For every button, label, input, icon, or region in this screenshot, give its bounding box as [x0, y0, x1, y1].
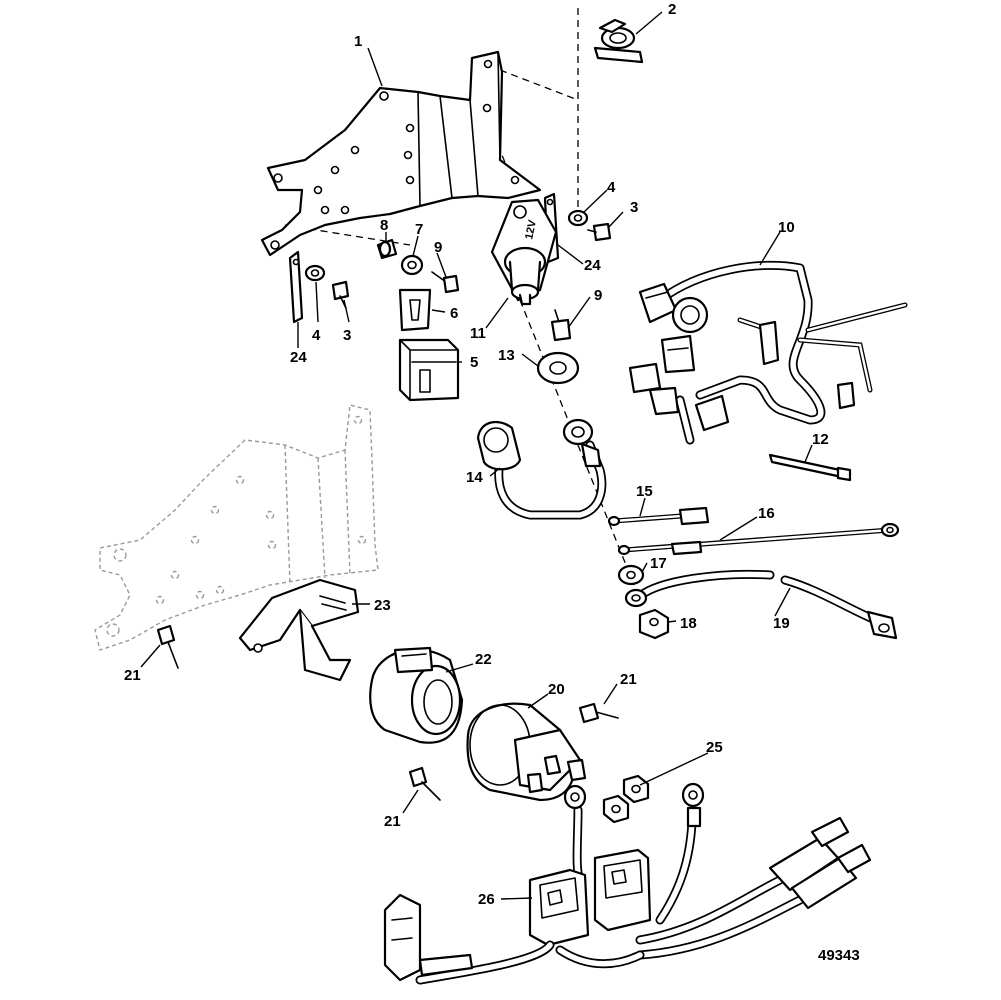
phantom-bracket: [94, 404, 379, 651]
mounting-sleeve: [369, 646, 464, 744]
washer-right: [567, 209, 589, 227]
callout-14: 14: [466, 469, 483, 486]
grommet: [400, 254, 424, 276]
callout-3-right: 3: [630, 199, 638, 216]
callout-18: 18: [680, 615, 697, 632]
relay: [398, 338, 460, 402]
callout-21-left: 21: [124, 667, 141, 684]
battery-cable: [476, 418, 607, 520]
solenoid-voltage-stamp: 12V: [523, 218, 539, 240]
callout-10: 10: [778, 219, 795, 236]
bolt-right: [587, 222, 612, 242]
callout-5: 5: [470, 354, 478, 371]
hose-clamp: [593, 18, 644, 64]
callout-19: 19: [773, 615, 790, 632]
callout-16: 16: [758, 505, 775, 522]
washer-left: [304, 264, 326, 282]
wiring-harness: [628, 260, 908, 445]
callout-17: 17: [650, 555, 667, 572]
callout-8: 8: [380, 217, 388, 234]
callout-20: 20: [548, 681, 565, 698]
mounting-clip: [398, 288, 432, 332]
shield-bracket: [238, 578, 360, 682]
callout-15: 15: [636, 483, 653, 500]
figure-number: 49343: [818, 947, 860, 964]
terminal-nuts: [602, 774, 650, 824]
callout-21-lower: 21: [384, 813, 401, 830]
callout-11: 11: [470, 325, 486, 342]
callout-labels: 1 2 3 3 4 4 5 6 7 8 9 9 10 11 12 13 14 1…: [124, 1, 829, 908]
relay-harness: [383, 782, 872, 985]
short-lead: [607, 506, 710, 527]
cable-tie: [768, 453, 852, 482]
solenoid-switch: 12V: [490, 198, 558, 306]
callout-26: 26: [478, 891, 495, 908]
callout-4-left: 4: [312, 327, 321, 344]
flat-washer: [536, 351, 580, 385]
hex-nut: [638, 608, 670, 640]
bushing: [376, 238, 398, 260]
jumper-cable: [624, 569, 898, 640]
callout-7: 7: [415, 221, 423, 238]
callout-1: 1: [354, 33, 362, 50]
callout-leaders: [140, 11, 813, 900]
callout-25: 25: [706, 739, 723, 756]
starter-solenoid: [466, 702, 587, 802]
bolt-upper-solenoid: [578, 702, 619, 724]
callout-24-left: 24: [290, 349, 307, 366]
screw-left: [431, 271, 460, 294]
callout-22: 22: [475, 651, 492, 668]
callout-2: 2: [668, 1, 676, 18]
callout-4-right: 4: [607, 179, 616, 196]
lock-washer: [617, 564, 645, 586]
callout-9-upper: 9: [434, 239, 442, 256]
callout-12: 12: [812, 431, 829, 448]
callout-21-upper: 21: [620, 671, 637, 688]
callout-3-left: 3: [343, 327, 351, 344]
bolt-lower-solenoid: [408, 766, 441, 801]
callout-24-right: 24: [584, 257, 601, 274]
callout-9-lower: 9: [594, 287, 602, 304]
callout-6: 6: [450, 305, 458, 322]
ground-strap-left: [288, 250, 304, 324]
mounting-bracket: [260, 50, 542, 257]
bolt-left: [331, 280, 350, 309]
bolt-phantom-bracket: [156, 624, 179, 669]
callout-13: 13: [498, 347, 515, 364]
long-lead: [617, 522, 900, 556]
screw-lower: [550, 309, 572, 342]
callout-23: 23: [374, 597, 391, 614]
